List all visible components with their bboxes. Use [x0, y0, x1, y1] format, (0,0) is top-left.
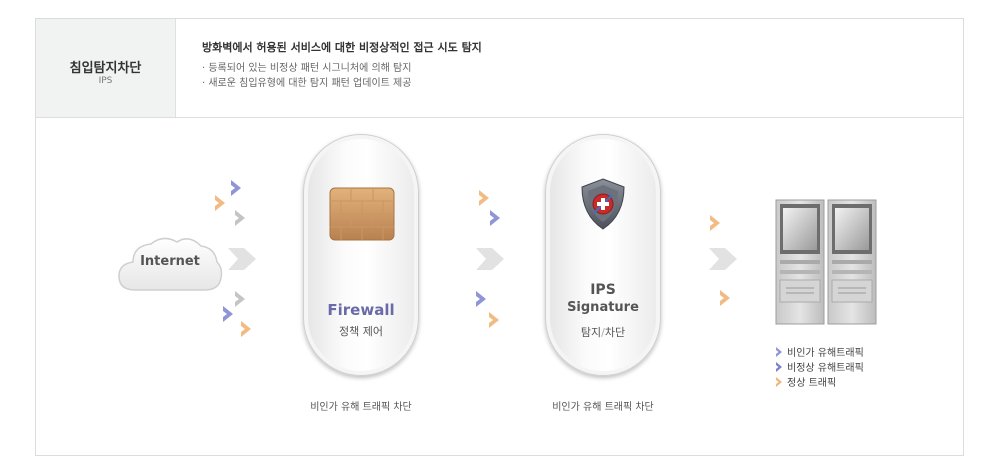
ips-subtitle: 탐지/차단	[545, 324, 661, 340]
traffic-legend: 비인가 유해트래픽 비정상 유해트래픽 정상 트래픽	[775, 346, 864, 391]
legend-item: 비인가 유해트래픽	[775, 346, 864, 361]
ips-title: IPS	[590, 282, 616, 298]
ips-subtitle-detect: 탐지	[580, 326, 602, 339]
header-label-box: 침입탐지차단 IPS	[36, 19, 176, 117]
header-description: 방화벽에서 허용된 서비스에 대한 비정상적인 접근 시도 탐지 등록되어 있는…	[202, 39, 482, 91]
ips-caption: 비인가 유해 트래픽 차단	[552, 402, 654, 413]
orange-chevron-icon	[720, 290, 730, 306]
legend-label: 비인가 유해트래픽	[787, 348, 864, 359]
firewall-subtitle: 정책 제어	[339, 325, 383, 338]
orange-chevron-icon	[241, 321, 251, 337]
main-flow-arrow-icon	[709, 248, 737, 270]
legend-label: 비정상 유해트래픽	[787, 363, 864, 374]
ips-subtitle-block: 차단	[604, 326, 626, 339]
legend-item: 비정상 유해트래픽	[775, 361, 864, 376]
purple-chevron-icon	[231, 180, 241, 196]
orange-chevron-icon	[710, 215, 720, 231]
gray-chevron-icon	[235, 210, 245, 226]
main-flow-arrow-icon	[476, 248, 504, 270]
brick-wall-icon	[329, 187, 395, 241]
orange-chevron-icon	[776, 377, 782, 387]
internet-label: Internet	[140, 254, 200, 269]
ips-signature-title: Signature	[567, 300, 639, 315]
gray-chevron-icon	[235, 291, 245, 307]
ips-subtitle-separator: /	[601, 326, 605, 339]
server-rack-icon	[775, 199, 877, 325]
legend-label: 정상 트래픽	[787, 378, 837, 389]
panel-header: 침입탐지차단 IPS 방화벽에서 허용된 서비스에 대한 비정상적인 접근 시도…	[36, 19, 963, 118]
ips-capsule	[545, 134, 661, 376]
description-item: 새로운 침입유형에 대한 탐지 패턴 업데이트 제공	[202, 76, 482, 91]
shield-icon	[581, 178, 625, 230]
orange-chevron-icon	[215, 195, 225, 211]
purple-chevron-icon	[776, 347, 782, 357]
description-item: 등록되어 있는 비정상 패턴 시그니처에 의해 탐지	[202, 61, 482, 76]
purple-chevron-icon	[776, 362, 782, 372]
orange-chevron-icon	[479, 190, 489, 206]
internet-cloud-icon	[118, 237, 223, 291]
firewall-capsule	[303, 134, 419, 376]
firewall-title: Firewall	[327, 301, 395, 319]
purple-chevron-icon	[490, 210, 500, 226]
orange-chevron-icon	[489, 312, 499, 328]
header-subtitle: IPS	[98, 76, 113, 86]
purple-chevron-icon	[223, 306, 233, 322]
header-title: 침입탐지차단	[69, 61, 142, 76]
purple-chevron-icon	[476, 291, 486, 307]
description-title: 방화벽에서 허용된 서비스에 대한 비정상적인 접근 시도 탐지	[202, 41, 482, 54]
main-flow-arrow-icon	[228, 248, 256, 270]
legend-item: 정상 트래픽	[775, 376, 864, 391]
firewall-caption: 비인가 유해 트래픽 차단	[310, 402, 412, 413]
